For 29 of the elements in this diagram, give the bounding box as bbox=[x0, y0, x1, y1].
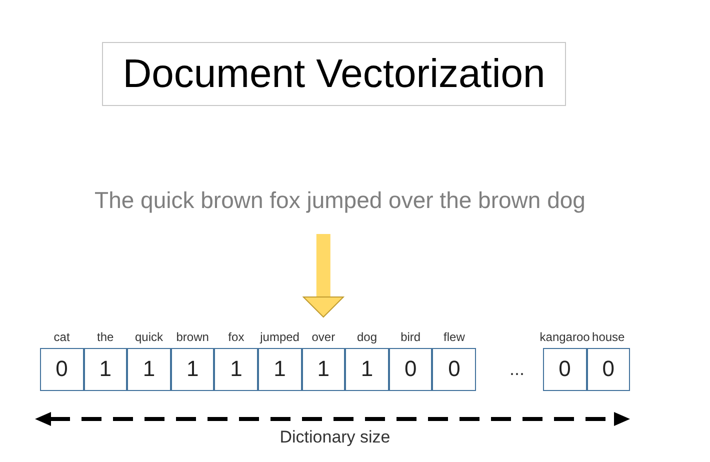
vector-cell: 1 bbox=[214, 348, 258, 391]
diagram-title: Document Vectorization bbox=[102, 42, 566, 106]
word-label: jumped bbox=[260, 330, 300, 344]
word-label: quick bbox=[134, 330, 163, 344]
vector-cell: 1 bbox=[345, 348, 389, 391]
vector-cell: 1 bbox=[84, 348, 128, 391]
word-label: the bbox=[97, 330, 114, 344]
word-label: dog bbox=[356, 330, 377, 344]
vector-cell: 1 bbox=[127, 348, 171, 391]
word-label: fox bbox=[228, 330, 244, 344]
block-arrow bbox=[302, 234, 344, 318]
vector-cell: 0 bbox=[40, 348, 84, 391]
vector-cell: 1 bbox=[170, 348, 214, 391]
ellipsis: ... bbox=[510, 360, 524, 380]
word-label: brown bbox=[176, 330, 209, 344]
word-label: house bbox=[592, 330, 625, 344]
word-label: flew bbox=[444, 330, 465, 344]
vector-cell: 0 bbox=[432, 348, 476, 391]
word-label: over bbox=[312, 330, 336, 344]
vector-cell: 1 bbox=[302, 348, 346, 391]
vector-cell: 0 bbox=[543, 348, 587, 391]
word-label: cat bbox=[54, 330, 70, 344]
word-label: kangaroo bbox=[540, 330, 590, 344]
word-label: bird bbox=[400, 330, 421, 344]
sentence-text: The quick brown fox jumped over the brown dog bbox=[94, 186, 586, 214]
vector-cell: 0 bbox=[586, 348, 630, 391]
dimension-label: Dictionary size bbox=[280, 428, 390, 448]
vector-cell: 0 bbox=[388, 348, 432, 391]
vector-cell: 1 bbox=[258, 348, 302, 391]
